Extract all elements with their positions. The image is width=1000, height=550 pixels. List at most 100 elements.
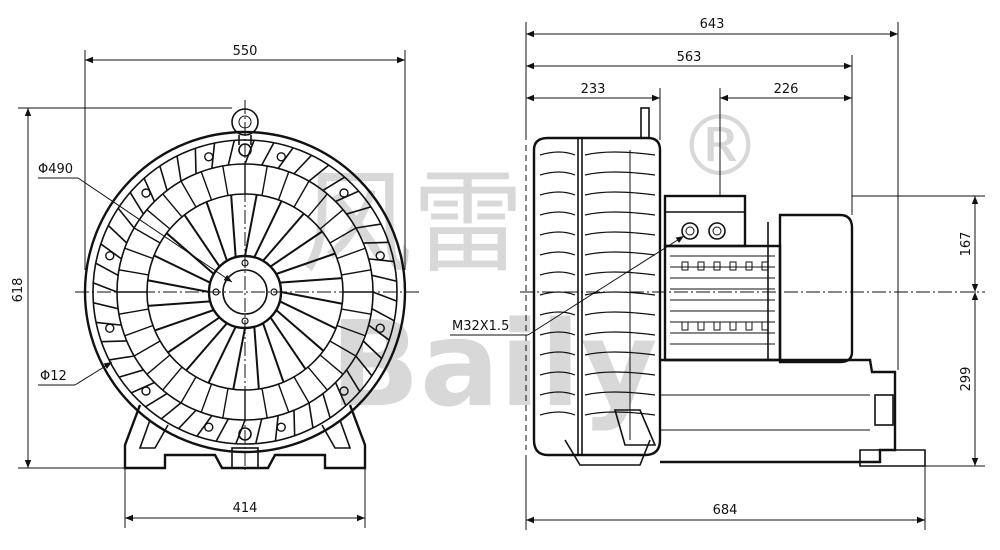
ring-rib bbox=[307, 366, 328, 391]
side-fin bbox=[539, 231, 656, 236]
motor-fin-slot bbox=[697, 261, 705, 271]
dim-width-233: 233 bbox=[581, 82, 606, 97]
perimeter-bolt-hole bbox=[204, 422, 214, 432]
ring-rib bbox=[133, 227, 161, 244]
motor-fins bbox=[670, 255, 775, 345]
dim-width-226: 226 bbox=[774, 82, 799, 97]
label-cable-gland: M32X1.5 bbox=[452, 319, 509, 334]
ring-rib bbox=[336, 247, 366, 260]
cooling-fin bbox=[215, 418, 229, 442]
motor-fin-slot bbox=[713, 321, 721, 331]
motor-fin-slot bbox=[761, 261, 769, 271]
impeller-spoke bbox=[269, 230, 323, 268]
cooling-fin bbox=[117, 207, 135, 229]
cooling-fin bbox=[371, 274, 397, 283]
bolt-holes bbox=[105, 152, 385, 432]
cooling-fin bbox=[93, 301, 119, 310]
cooling-fin bbox=[194, 148, 197, 174]
side-fin bbox=[539, 371, 656, 376]
cooling-fin bbox=[254, 418, 263, 444]
ring-rib bbox=[277, 383, 290, 413]
impeller-spoke bbox=[230, 194, 237, 258]
dim-width-563: 563 bbox=[677, 50, 702, 65]
cooling-fins bbox=[92, 139, 398, 445]
side-foot bbox=[859, 449, 926, 467]
cooling-fin bbox=[227, 140, 236, 166]
cooling-fin bbox=[261, 142, 275, 166]
motor-fan-cover bbox=[778, 213, 854, 364]
dim-base-width: 414 bbox=[233, 501, 258, 516]
side-lifting-eye bbox=[640, 107, 650, 139]
cooling-fin bbox=[176, 155, 182, 182]
cooling-fin bbox=[322, 176, 346, 192]
impeller-spoke bbox=[275, 309, 325, 352]
hub-bolt-hole bbox=[241, 259, 249, 267]
cooling-fin bbox=[346, 206, 372, 215]
watermark-chinese: 风雷 bbox=[300, 159, 524, 289]
dim-width-top: 550 bbox=[233, 44, 258, 59]
label-impeller-diameter: Φ490 bbox=[38, 162, 73, 177]
side-fin bbox=[539, 171, 656, 176]
cooling-fin bbox=[363, 241, 389, 244]
perimeter-bolt-hole bbox=[339, 386, 349, 396]
cooling-fin bbox=[101, 340, 127, 343]
cooling-fin bbox=[355, 355, 373, 377]
ring-rib bbox=[200, 171, 213, 201]
impeller-spoke bbox=[205, 201, 228, 262]
motor-fin-slot bbox=[729, 261, 737, 271]
impeller-spoke bbox=[147, 300, 211, 307]
cooling-fin bbox=[92, 282, 118, 293]
motor-fin-slot bbox=[681, 321, 689, 331]
cooling-fin bbox=[107, 224, 128, 244]
dim-height-upper: 167 bbox=[959, 232, 974, 257]
motor-fin-slot bbox=[745, 321, 753, 331]
cooling-fin bbox=[108, 355, 135, 361]
cooling-fin bbox=[235, 419, 246, 445]
impeller-spoke bbox=[279, 277, 343, 284]
ring-rib bbox=[336, 324, 366, 337]
hub-bolt-hole bbox=[212, 288, 220, 296]
cooling-fin bbox=[144, 392, 168, 408]
perimeter-bolt-hole bbox=[105, 251, 115, 261]
ring-rib bbox=[222, 165, 229, 196]
cooling-fin bbox=[322, 393, 331, 419]
perimeter-bolt-hole bbox=[276, 422, 286, 432]
side-fin bbox=[539, 331, 656, 336]
cooling-fin bbox=[160, 402, 182, 420]
ring-rib bbox=[319, 354, 344, 375]
ring-rib bbox=[162, 366, 183, 391]
motor-fin-slot bbox=[729, 321, 737, 331]
outlet-duct bbox=[660, 358, 897, 464]
ring-rib bbox=[133, 340, 161, 357]
ring-rib bbox=[329, 340, 357, 357]
cooling-fin bbox=[118, 369, 144, 378]
ring-rib bbox=[146, 354, 171, 375]
impeller-spoke bbox=[275, 252, 336, 275]
cooling-fin bbox=[345, 369, 361, 393]
impeller-spoke bbox=[207, 326, 237, 384]
ring-rib bbox=[124, 247, 154, 260]
ring-rib bbox=[261, 165, 268, 196]
ring-rib bbox=[293, 180, 310, 208]
side-view: 643 563 233 226 167 299 684 M32X1.5 bbox=[450, 17, 985, 530]
impeller-spoke bbox=[167, 316, 221, 354]
ring-rib bbox=[341, 308, 372, 315]
ring-rib bbox=[277, 171, 290, 201]
side-fin bbox=[539, 391, 656, 396]
impeller-spoke bbox=[280, 291, 343, 305]
perimeter-bolt-hole bbox=[375, 251, 385, 261]
ring-rib bbox=[146, 209, 171, 230]
ring-rib bbox=[319, 209, 344, 230]
hub-bolt-hole bbox=[241, 317, 249, 325]
cable-gland-2 bbox=[708, 222, 726, 240]
label-hole-diameter: Φ12 bbox=[40, 369, 67, 384]
watermark: 风雷 Baily ® bbox=[300, 97, 762, 433]
hub-bolt-hole bbox=[270, 288, 278, 296]
side-fin bbox=[539, 211, 656, 216]
perimeter-bolt-hole bbox=[375, 323, 385, 333]
ring-rib bbox=[124, 324, 154, 337]
cooling-fin bbox=[362, 340, 383, 360]
impeller-spokes bbox=[117, 164, 373, 420]
impeller-spoke bbox=[253, 326, 260, 390]
perimeter-bolt-hole bbox=[141, 188, 151, 198]
